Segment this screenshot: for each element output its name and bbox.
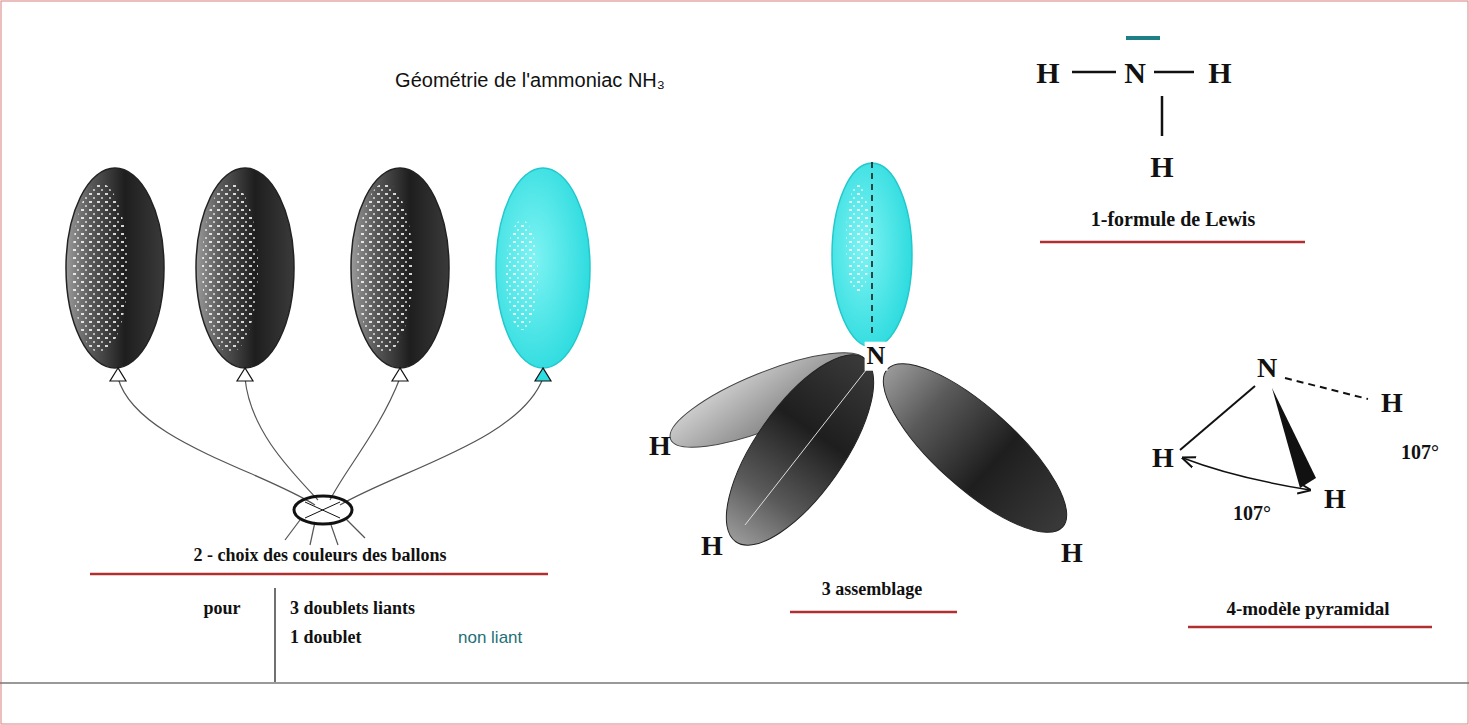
label: 3 doublets liants (290, 599, 415, 619)
label: 1 doublet (290, 628, 362, 648)
label: 1-formule de Lewis (1091, 208, 1255, 230)
label: H (1208, 56, 1231, 89)
label: H (1061, 538, 1083, 569)
label: N (1124, 56, 1146, 89)
label: 2 - choix des couleurs des ballons (193, 546, 446, 566)
rule-line (0, 682, 1469, 684)
label: H (649, 431, 671, 462)
label: 107° (1233, 502, 1271, 524)
lone-pair-bar (1126, 36, 1160, 40)
pyramid-model (1180, 378, 1368, 490)
label: H (1152, 443, 1174, 474)
label: H (1381, 388, 1403, 419)
label: non liant (458, 629, 522, 648)
label: H (701, 531, 723, 562)
label: 107° (1401, 441, 1439, 463)
label: N (865, 342, 888, 371)
label: H (1036, 56, 1059, 89)
label: N (1257, 353, 1277, 384)
title: Géométrie de l'ammoniac NH₃ (395, 69, 665, 91)
label: H (1324, 484, 1346, 515)
label: H (1150, 150, 1173, 183)
label: pour (203, 599, 240, 619)
orbital-lobes (660, 162, 1089, 567)
label: 4-modèle pyramidal (1226, 599, 1389, 620)
label: 3 assemblage (822, 580, 923, 600)
bracket-line (274, 588, 275, 682)
balloons (66, 168, 590, 545)
underlines (90, 242, 1432, 627)
